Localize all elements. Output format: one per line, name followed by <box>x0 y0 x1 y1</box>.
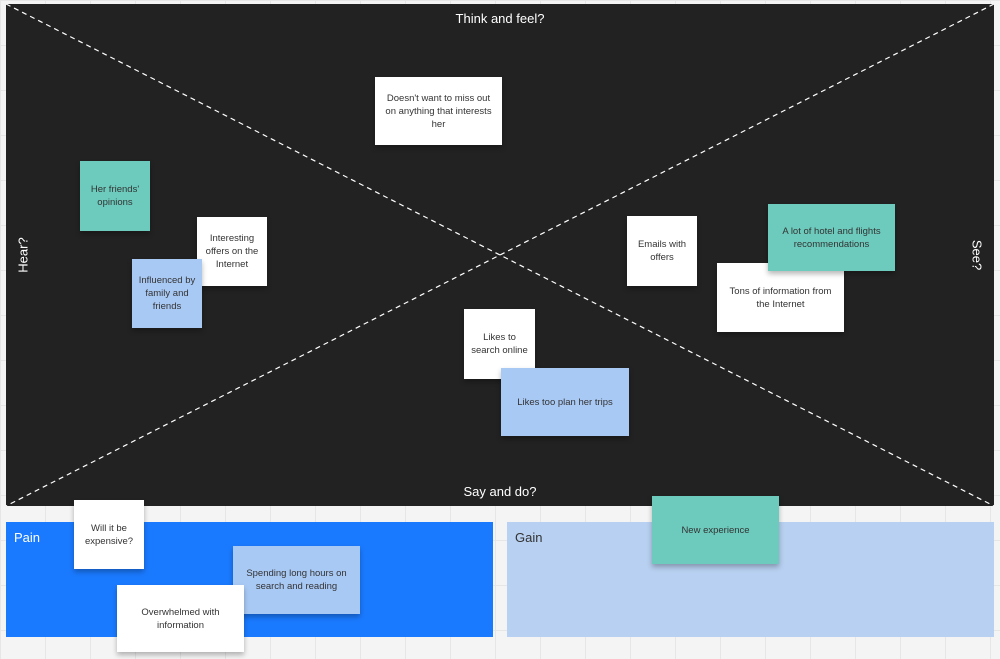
sticky-note[interactable]: Doesn't want to miss out on anything tha… <box>375 77 502 145</box>
sticky-note[interactable]: New experience <box>652 496 779 564</box>
diagonal-line-1 <box>6 4 994 506</box>
sticky-note[interactable]: Emails with offers <box>627 216 697 286</box>
sticky-note[interactable]: Influenced by family and friends <box>132 259 202 328</box>
gain-zone-title: Gain <box>515 530 543 545</box>
diagonal-line-2 <box>6 4 994 506</box>
see-label: See? <box>969 239 985 271</box>
sticky-note[interactable]: Likes to search online <box>464 309 535 379</box>
pain-zone-title: Pain <box>14 530 41 545</box>
sticky-note[interactable]: A lot of hotel and flights recommendatio… <box>768 204 895 271</box>
hear-label: Hear? <box>15 237 31 273</box>
sticky-note[interactable]: Her friends' opinions <box>80 161 150 231</box>
say-and-do-label: Say and do? <box>463 484 537 499</box>
sticky-note[interactable]: Will it be expensive? <box>74 500 144 569</box>
think-and-feel-label: Think and feel? <box>455 11 545 26</box>
sticky-note[interactable]: Spending long hours on search and readin… <box>233 546 360 614</box>
sticky-note[interactable]: Interesting offers on the Internet <box>197 217 267 286</box>
sticky-note[interactable]: Overwhelmed with information <box>117 585 244 652</box>
diagonal-guides <box>6 4 994 506</box>
sticky-note[interactable]: Tons of information from the Internet <box>717 263 844 332</box>
sticky-note[interactable]: Likes too plan her trips <box>501 368 629 436</box>
